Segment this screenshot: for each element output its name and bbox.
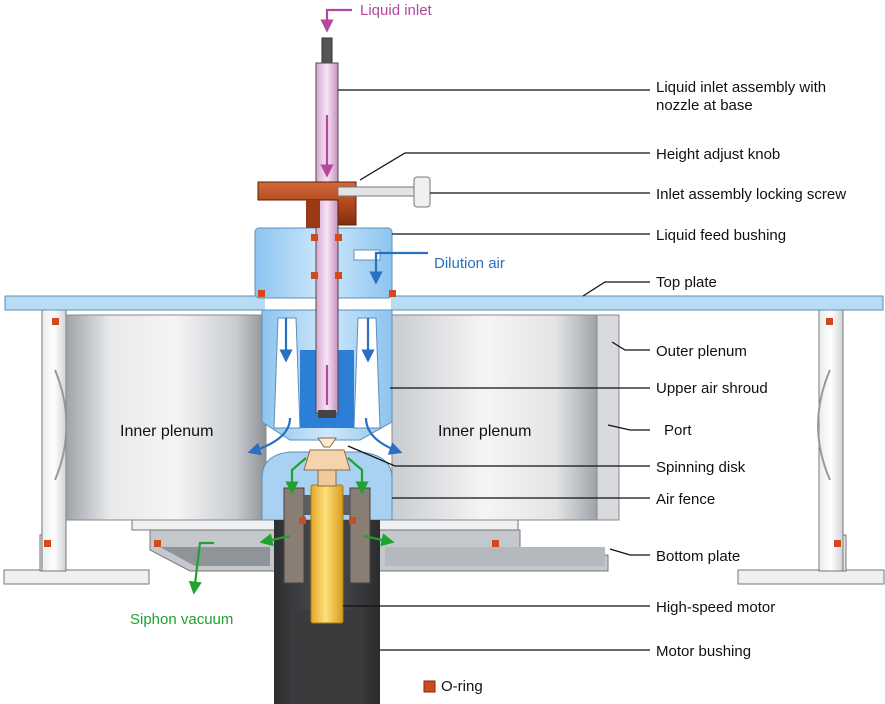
- inner-plenum-right-label: Inner plenum: [438, 423, 531, 440]
- bottom-plate: [3, 515, 885, 585]
- port-wall: [596, 314, 620, 521]
- bottom-plate-label: Bottom plate: [656, 548, 740, 565]
- motor-bushing-inner: [290, 610, 364, 704]
- port-label: Port: [664, 422, 692, 439]
- top-plate-label: Top plate: [656, 274, 717, 291]
- inlet-assembly-label-line2: nozzle at base: [656, 97, 753, 114]
- spinning-disk: [303, 437, 351, 487]
- outer-plenum-left: [41, 308, 68, 572]
- inner-plenum-left-label: Inner plenum: [120, 423, 213, 440]
- liquid-inlet-arrow: [320, 8, 352, 33]
- siphon-flow-arrows: [188, 457, 395, 595]
- siphon-vacuum-label: Siphon vacuum: [130, 611, 233, 628]
- inlet-assembly-label-line1: Liquid inlet assembly with: [656, 79, 826, 96]
- o-ring-legend: O-ring: [423, 678, 483, 695]
- high-speed-motor-label: High-speed motor: [656, 599, 775, 616]
- inlet-assembly-locking-screw: [337, 176, 431, 208]
- o-ring-swatch: [423, 680, 436, 693]
- height-knob-label: Height adjust knob: [656, 146, 780, 163]
- leader-lines: [338, 89, 650, 651]
- outer-plenum-label: Outer plenum: [656, 343, 747, 360]
- air-fence-label: Air fence: [656, 491, 715, 508]
- upper-air-shroud-label: Upper air shroud: [656, 380, 768, 397]
- locking-screw-label: Inlet assembly locking screw: [656, 186, 846, 203]
- o-rings: [44, 234, 841, 547]
- outer-plenum-right: [817, 308, 844, 572]
- height-adjust-knob: [257, 181, 357, 228]
- motor-bushing-label: Motor bushing: [656, 643, 751, 660]
- o-ring-legend-label: O-ring: [441, 678, 483, 695]
- dilution-air-arrows: [247, 251, 428, 456]
- feed-bushing-label: Liquid feed bushing: [656, 227, 786, 244]
- liquid-inlet-label: Liquid inlet: [360, 2, 433, 19]
- top-plate: [4, 295, 884, 311]
- dilution-air-label: Dilution air: [434, 255, 505, 272]
- inner-plenum-right-chamber: [391, 314, 598, 521]
- inner-plenum-left-chamber: [65, 314, 267, 521]
- spinning-disk-label: Spinning disk: [656, 459, 746, 476]
- liquid-inlet-assembly: [315, 37, 339, 418]
- high-speed-motor: [310, 484, 344, 624]
